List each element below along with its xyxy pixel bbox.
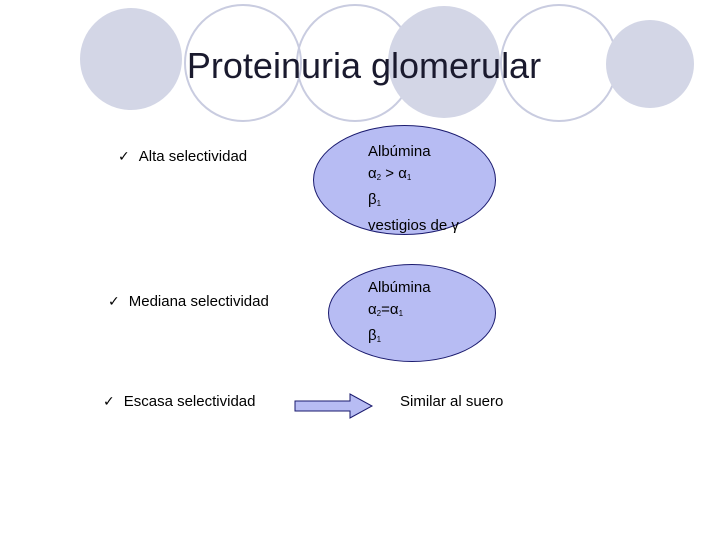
decor-circle-2	[388, 6, 500, 118]
decor-circle-3	[606, 20, 694, 108]
line-beta: β1	[368, 327, 382, 344]
line-beta: β1	[368, 191, 382, 208]
ellipse-mediana-text: Albúmina α2=α1 β1	[368, 277, 431, 351]
checkmark-icon: ✓	[103, 393, 115, 409]
checkmark-icon: ✓	[108, 293, 120, 309]
checkmark-icon: ✓	[118, 148, 130, 164]
line-vestigios: vestigios de γ	[368, 217, 459, 234]
bullet-label: Escasa selectividad	[123, 393, 256, 410]
ellipse-mediana	[328, 264, 496, 362]
bullet-alta-selectividad: ✓ Alta selectividad	[118, 148, 247, 165]
right-arrow-icon	[294, 393, 374, 419]
slide-title: Proteinuria glomerular	[186, 45, 542, 86]
line-albumina: Albúmina	[368, 279, 431, 296]
bullet-escasa-selectividad: ✓ Escasa selectividad	[103, 393, 255, 410]
result-similar-al-suero: Similar al suero	[400, 393, 504, 410]
decor-circle-1	[80, 8, 182, 110]
ellipse-alta-text: Albúmina α2 > α1 β1 vestigios de γ	[368, 141, 459, 237]
line-alpha: α2 > α1	[368, 165, 412, 182]
ellipse-alta	[313, 125, 496, 235]
line-alpha: α2=α1	[368, 301, 404, 318]
bullet-label: Alta selectividad	[138, 148, 248, 165]
bullet-label: Mediana selectividad	[128, 293, 269, 310]
line-albumina: Albúmina	[368, 143, 431, 160]
bullet-mediana-selectividad: ✓ Mediana selectividad	[108, 293, 269, 310]
